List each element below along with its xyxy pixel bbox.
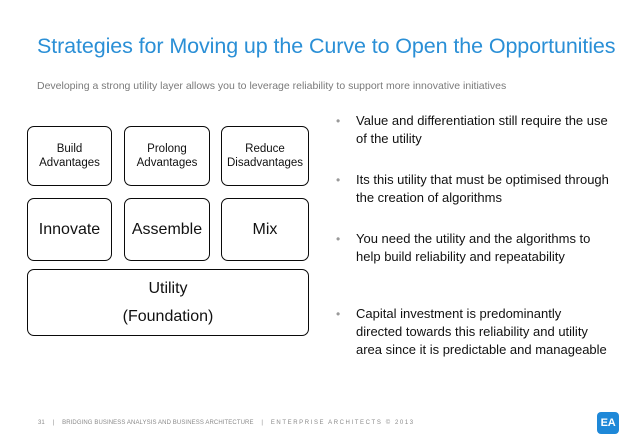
bullet-text: Value and differentiation still require … [356,113,608,146]
mix-box: Mix [221,198,309,261]
footer-separator: | [261,420,264,426]
slide-subtitle: Developing a strong utility layer allows… [37,80,507,92]
bullet-marker: • [336,232,341,246]
bullet-marker: • [336,173,341,187]
box-label: Mix [252,220,278,238]
footer-separator: | [52,420,55,426]
bullet-item: • Its this utility that must be optimise… [334,171,624,207]
footer: 31 | BRIDGING BUSINESS ANALYSIS AND BUSI… [38,420,415,426]
bullet-item: • Capital investment is predominantly di… [334,305,624,359]
box-label-line1: Reduce [245,142,285,155]
bullet-marker: • [336,114,341,128]
ea-logo: EA [597,412,619,434]
footer-company: ENTERPRISE ARCHITECTS © 2013 [270,420,415,426]
bullet-item: • You need the utility and the algorithm… [334,230,624,266]
page-number: 31 [38,420,45,426]
base-label-line1: Utility [148,279,188,297]
footer-section: BRIDGING BUSINESS ANALYSIS AND BUSINESS … [62,420,254,426]
bullet-marker: • [336,307,341,321]
box-label-line2: Advantages [136,157,198,169]
box-label: Innovate [38,220,101,238]
utility-foundation-box: Utility (Foundation) [27,269,309,336]
box-label-line2: Disadvantages [226,157,304,169]
innovate-box: Innovate [27,198,112,261]
bullet-text: You need the utility and the algorithms … [356,231,591,264]
slide-title: Strategies for Moving up the Curve to Op… [37,34,616,58]
assemble-box: Assemble [124,198,210,261]
bullet-item: • Value and differentiation still requir… [334,112,624,148]
base-label-line2: (Foundation) [122,307,214,325]
bullet-text: Capital investment is predominantly dire… [356,306,607,357]
bullet-text: Its this utility that must be optimised … [356,172,609,205]
box-label-line1: Prolong [147,142,187,155]
box-label: Assemble [131,220,203,238]
box-label-line2: Advantages [39,157,100,169]
box-label-line1: Build [56,142,83,155]
